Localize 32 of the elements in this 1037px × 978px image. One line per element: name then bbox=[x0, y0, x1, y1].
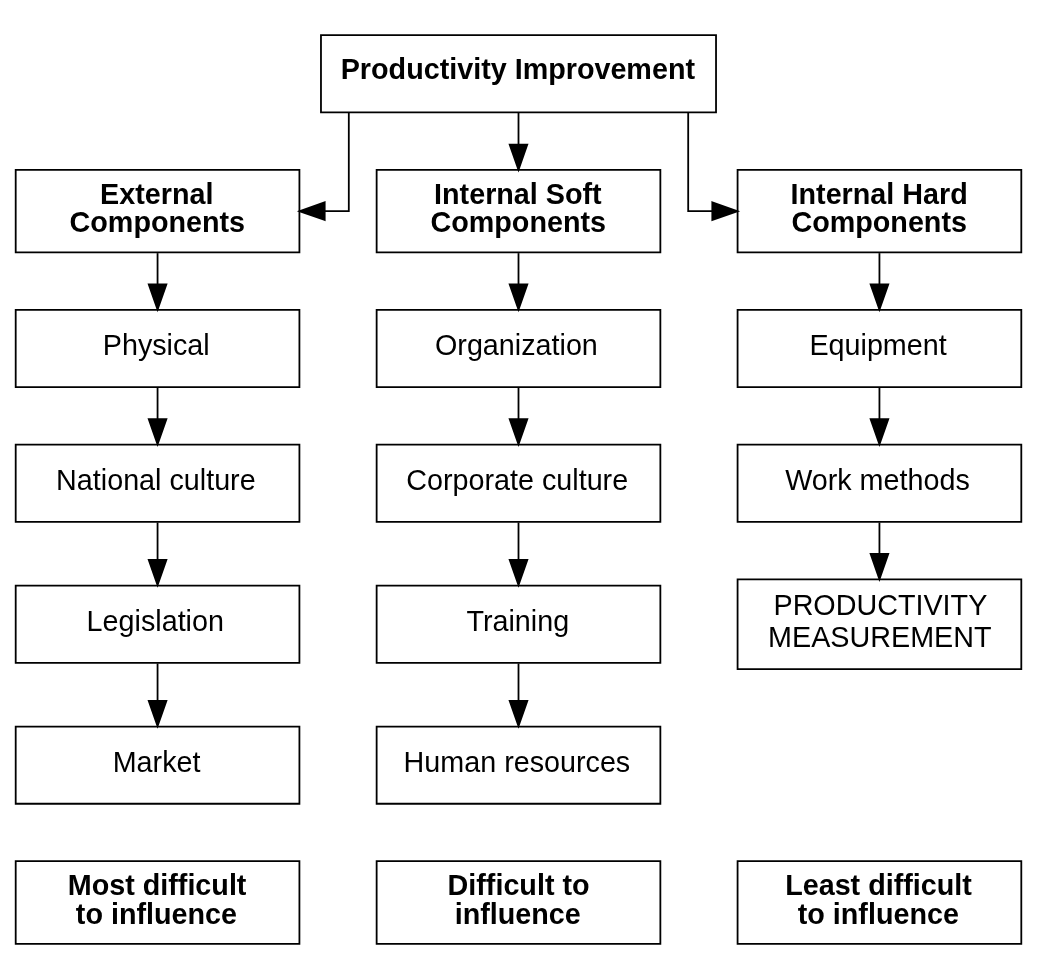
node-box: Work methods bbox=[736, 443, 1023, 523]
node-box: Organization bbox=[375, 308, 662, 388]
arrow bbox=[508, 111, 529, 172]
arrow bbox=[508, 521, 529, 588]
arrow bbox=[147, 386, 168, 447]
node-box: Internal Hard Components bbox=[736, 168, 1023, 253]
node-box: Equipment bbox=[736, 308, 1023, 388]
node-box: Most difficult to influence bbox=[14, 859, 301, 945]
arrow bbox=[147, 521, 168, 588]
arrow bbox=[869, 251, 890, 312]
arrow bbox=[869, 386, 890, 447]
node-box: External Components bbox=[14, 168, 301, 253]
arrow bbox=[508, 662, 529, 729]
node-box: National culture bbox=[14, 443, 301, 523]
node-box: Human resources bbox=[375, 725, 662, 805]
arrow bbox=[508, 386, 529, 447]
node-box: Internal Soft Components bbox=[375, 168, 662, 253]
node-box: Market bbox=[14, 725, 301, 805]
node-box: Productivity Improvement bbox=[320, 33, 717, 113]
node-box: Physical bbox=[14, 308, 301, 388]
arrow bbox=[147, 662, 168, 729]
node-box: Training bbox=[375, 584, 662, 664]
arrow bbox=[147, 251, 168, 312]
node-box: Difficult to influence bbox=[375, 859, 662, 945]
node-box: Least difficult to influence bbox=[736, 859, 1023, 945]
node-box: PRODUCTIVITY MEASUREMENT bbox=[736, 577, 1023, 670]
node-box: Legislation bbox=[14, 584, 301, 664]
node-box: Corporate culture bbox=[375, 443, 662, 523]
arrow bbox=[508, 251, 529, 312]
arrow bbox=[869, 521, 890, 582]
arrow bbox=[296, 111, 350, 221]
arrow bbox=[687, 111, 741, 221]
